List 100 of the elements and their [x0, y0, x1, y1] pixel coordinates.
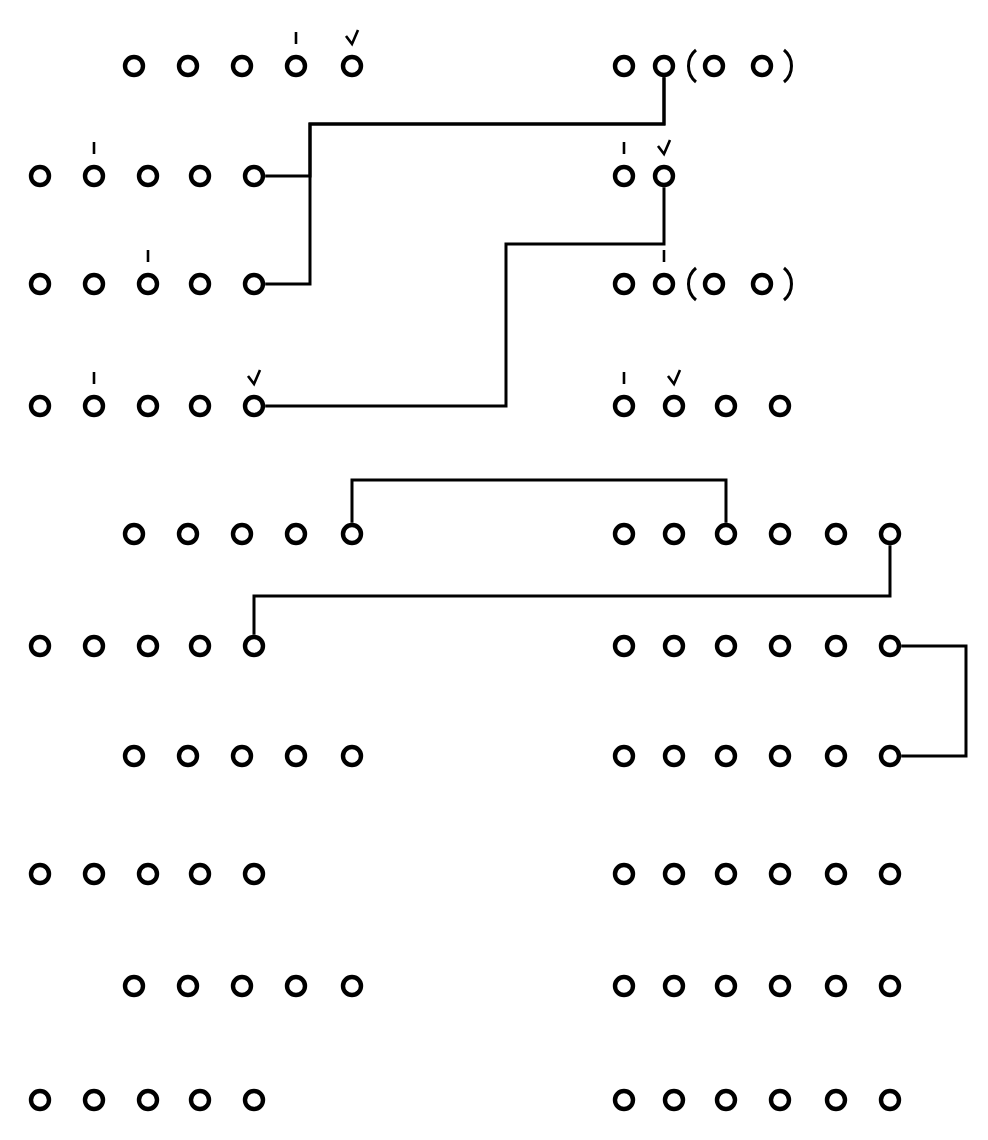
syllable-circle — [652, 54, 676, 78]
syllable-circle — [714, 974, 738, 998]
syllable-circle — [878, 1088, 902, 1112]
syllable-circle — [878, 862, 902, 886]
syllable-circle — [662, 522, 686, 546]
syllable-circle — [176, 974, 200, 998]
syllable-circle — [242, 394, 266, 418]
syllable-circle — [612, 1088, 636, 1112]
syllable-circle — [230, 522, 254, 546]
syllable-circle — [188, 862, 212, 886]
syllable-circle — [176, 522, 200, 546]
syllable-circle — [284, 974, 308, 998]
syllable-circle — [612, 272, 636, 296]
syllable-circle — [230, 974, 254, 998]
syllable-circle — [662, 862, 686, 886]
syllable-circle — [714, 394, 738, 418]
syllable-circle — [768, 974, 792, 998]
syllable-circle — [702, 272, 726, 296]
syllable-circle — [612, 862, 636, 886]
syllable-circle — [340, 974, 364, 998]
syllable-circle — [612, 634, 636, 658]
syllable-circle — [136, 164, 160, 188]
syllable-circle — [230, 744, 254, 768]
syllable-circle — [242, 272, 266, 296]
syllable-circle — [82, 634, 106, 658]
syllable-circle — [768, 862, 792, 886]
syllable-circle — [824, 1088, 848, 1112]
syllable-circle — [652, 164, 676, 188]
syllable-circle — [750, 272, 774, 296]
syllable-circle — [284, 522, 308, 546]
syllable-circle — [284, 744, 308, 768]
syllable-circle — [652, 272, 676, 296]
syllable-circle — [242, 634, 266, 658]
connector-line — [252, 545, 892, 635]
syllable-circle — [714, 522, 738, 546]
syllable-circle — [28, 164, 52, 188]
syllable-circle — [340, 54, 364, 78]
syllable-circle — [176, 54, 200, 78]
syllable-circle — [662, 394, 686, 418]
syllable-circle — [122, 974, 146, 998]
syllable-circle — [242, 164, 266, 188]
syllable-circle — [824, 862, 848, 886]
syllable-circle — [662, 1088, 686, 1112]
syllable-circle — [82, 862, 106, 886]
syllable-circle — [662, 634, 686, 658]
syllable-circle — [714, 744, 738, 768]
syllable-circle — [662, 974, 686, 998]
connector-line — [265, 77, 666, 286]
syllable-circle — [242, 1088, 266, 1112]
syllable-circle — [188, 634, 212, 658]
syllable-circle — [188, 164, 212, 188]
syllable-circle — [136, 272, 160, 296]
syllable-circle — [768, 634, 792, 658]
syllable-circle — [122, 522, 146, 546]
syllable-circle — [612, 54, 636, 78]
syllable-circle — [612, 522, 636, 546]
syllable-circle — [612, 744, 636, 768]
syllable-circle — [612, 164, 636, 188]
syllable-circle — [768, 522, 792, 546]
syllable-circle — [28, 862, 52, 886]
syllable-circle — [768, 1088, 792, 1112]
syllable-circle — [136, 394, 160, 418]
syllable-circle — [82, 164, 106, 188]
syllable-circle — [878, 974, 902, 998]
connector-line — [350, 478, 728, 523]
syllable-circle — [662, 744, 686, 768]
syllable-circle — [750, 54, 774, 78]
syllable-circle — [28, 272, 52, 296]
syllable-circle — [136, 634, 160, 658]
syllable-circle — [28, 1088, 52, 1112]
syllable-circle — [188, 394, 212, 418]
syllable-circle — [768, 744, 792, 768]
syllable-circle — [230, 54, 254, 78]
syllable-circle — [122, 54, 146, 78]
syllable-circle — [188, 1088, 212, 1112]
syllable-circle — [82, 272, 106, 296]
syllable-circle — [878, 744, 902, 768]
syllable-circle — [82, 394, 106, 418]
syllable-circle — [136, 1088, 160, 1112]
syllable-circle — [824, 744, 848, 768]
syllable-circle — [28, 394, 52, 418]
connector-line — [265, 187, 666, 408]
syllable-circle — [878, 634, 902, 658]
syllable-circle — [340, 744, 364, 768]
syllable-circle — [768, 394, 792, 418]
connector-line — [901, 644, 968, 758]
syllable-circle — [122, 744, 146, 768]
syllable-circle — [714, 862, 738, 886]
syllable-circle — [824, 634, 848, 658]
syllable-circle — [612, 974, 636, 998]
syllable-circle — [82, 1088, 106, 1112]
syllable-circle — [242, 862, 266, 886]
syllable-circle — [702, 54, 726, 78]
syllable-circle — [714, 1088, 738, 1112]
syllable-circle — [824, 974, 848, 998]
syllable-circle — [28, 634, 52, 658]
syllable-circle — [136, 862, 160, 886]
syllable-circle — [340, 522, 364, 546]
syllable-circle — [824, 522, 848, 546]
syllable-circle — [878, 522, 902, 546]
